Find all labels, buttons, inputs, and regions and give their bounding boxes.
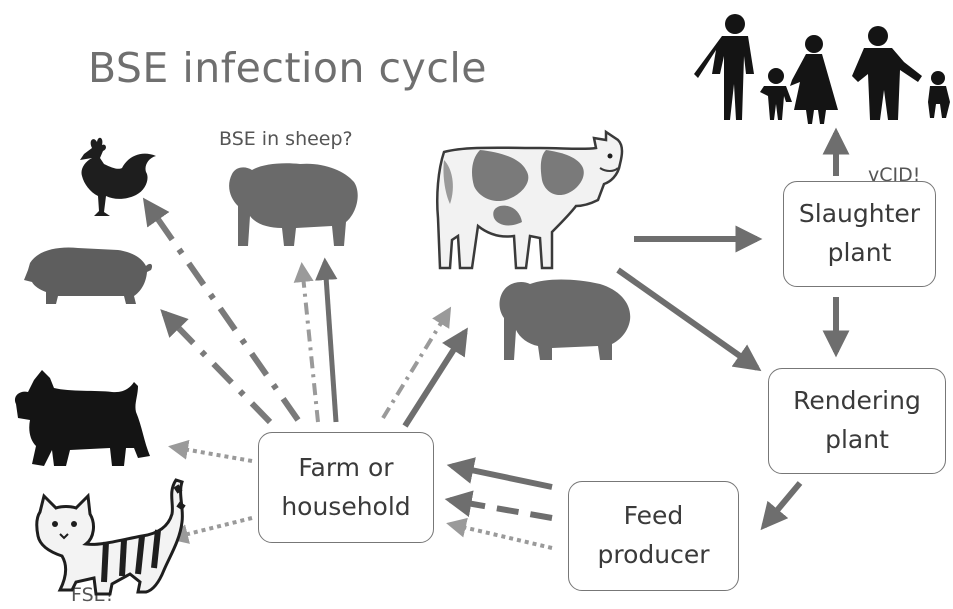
pig-icon [24,248,152,304]
dog-icon [15,370,150,466]
family-icon [694,14,950,124]
cow-icon [437,132,622,268]
sheep-bottom-icon [500,280,631,361]
rooster-icon [80,138,156,216]
cat-icon [37,480,184,594]
sheep-top-icon [229,163,358,246]
